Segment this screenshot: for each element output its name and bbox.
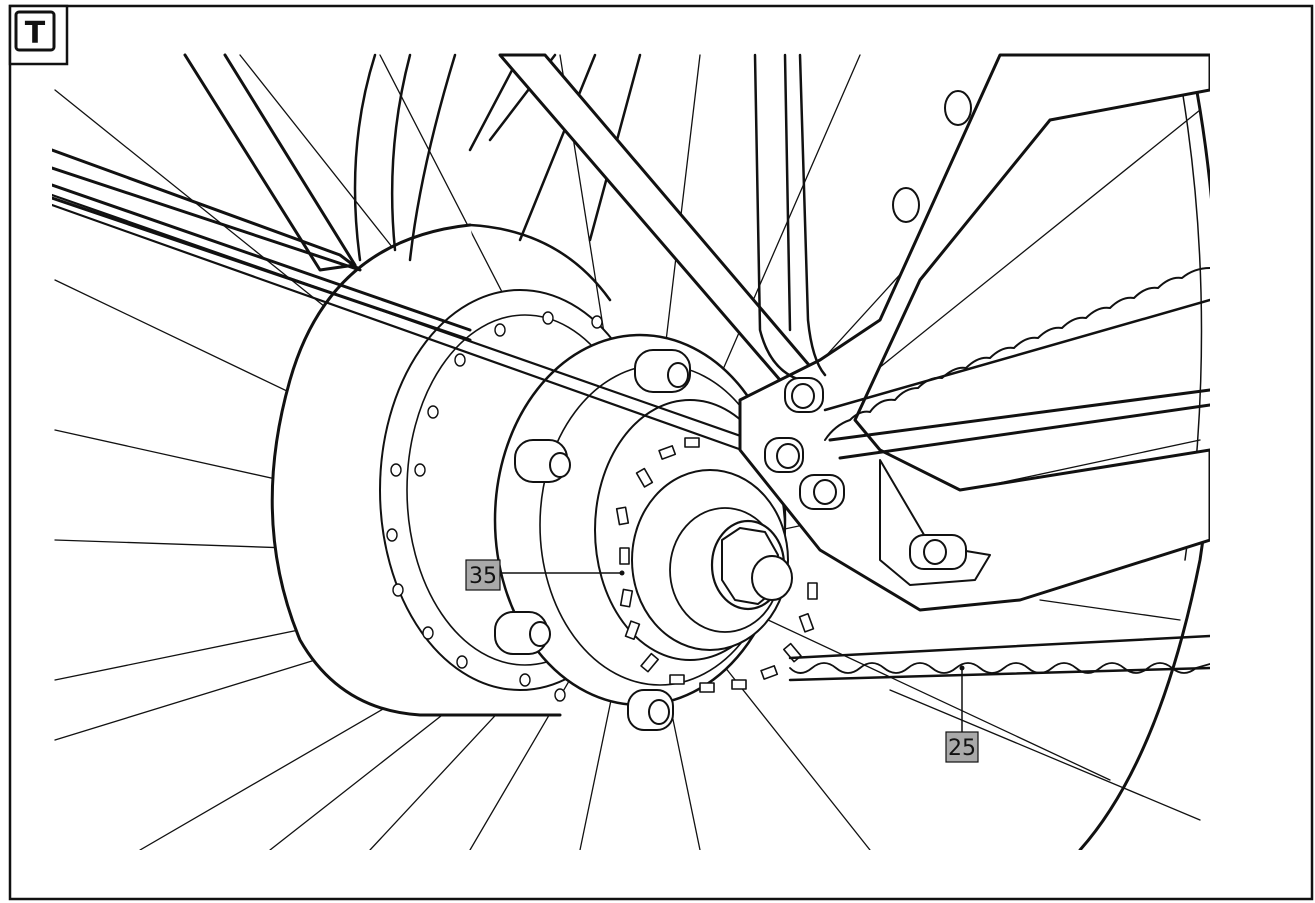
figure-tag: T xyxy=(8,4,69,66)
axle-nut xyxy=(710,519,793,611)
drive-belt-upper xyxy=(823,267,1210,441)
figure-border xyxy=(8,4,1314,901)
chain-stay xyxy=(828,388,1210,460)
figure-tag-letter: T xyxy=(25,16,46,51)
hub-slots xyxy=(615,437,818,693)
dropout-bolts xyxy=(764,377,967,570)
callout-35-label: 35 xyxy=(469,564,497,589)
brake-cable xyxy=(52,193,777,462)
callout-25: 25 xyxy=(945,665,979,763)
dropout-plate xyxy=(738,53,1210,612)
callout-25-label: 25 xyxy=(948,736,976,761)
drive-belt-lower xyxy=(788,634,1210,682)
flange-lugs xyxy=(494,349,691,731)
callout-35: 35 xyxy=(465,559,625,591)
